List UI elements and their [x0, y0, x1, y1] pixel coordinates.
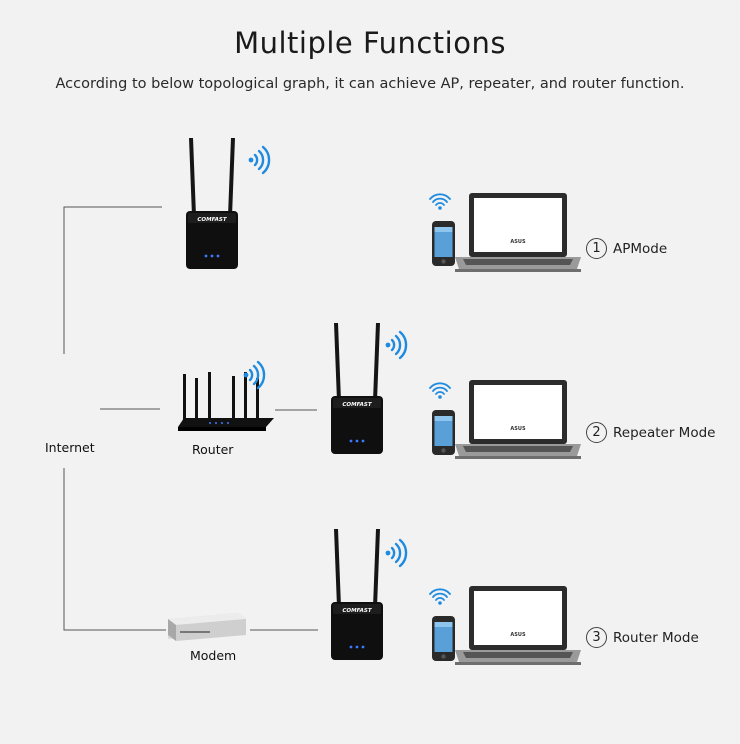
modem-label: Modem: [190, 648, 237, 663]
mode-label: Repeater Mode: [613, 424, 716, 441]
phone-icon: [432, 221, 455, 266]
modem-icon: [168, 613, 246, 641]
phone-icon: [432, 616, 455, 661]
page-title: Multiple Functions: [234, 26, 506, 60]
laptop-icon: ASUS: [455, 380, 581, 459]
mode-number-badge: 1: [586, 238, 607, 259]
mode-number-badge: 2: [586, 422, 607, 443]
mode-ap: 1 APMode: [586, 238, 667, 259]
wifi-small-icon: [429, 382, 451, 400]
connector-lines: [63, 206, 318, 631]
extender-repeater: COMFAST: [331, 323, 383, 454]
extender-router-mode: COMFAST: [331, 529, 383, 660]
wifi-signal-icon: [384, 330, 408, 360]
wifi-signal-icon: [247, 145, 271, 175]
router-icon: [178, 372, 274, 431]
mode-repeater: 2 Repeater Mode: [586, 422, 715, 443]
mode-number-badge: 3: [586, 627, 607, 648]
router-label: Router: [192, 442, 234, 457]
wifi-signal-icon: [384, 538, 408, 568]
extender-brand-label: COMFAST: [342, 402, 372, 408]
internet-label: Internet: [45, 440, 95, 455]
laptop-brand-label: ASUS: [510, 239, 526, 245]
laptop-icon: ASUS: [455, 193, 581, 272]
wifi-small-icon: [429, 193, 451, 211]
mode-label: APMode: [613, 240, 668, 257]
extender-brand-label: COMFAST: [197, 217, 227, 223]
extender-brand-label: COMFAST: [342, 608, 372, 614]
phone-icon: [432, 410, 455, 455]
page-subtitle: According to below topological graph, it…: [55, 76, 685, 92]
laptop-brand-label: ASUS: [510, 632, 526, 638]
laptop-icon: ASUS: [455, 586, 581, 665]
extender-ap: COMFAST: [186, 138, 238, 269]
laptop-brand-label: ASUS: [510, 426, 526, 432]
mode-label: Router Mode: [613, 629, 699, 646]
mode-router: 3 Router Mode: [586, 627, 699, 648]
wifi-small-icon: [429, 588, 451, 606]
